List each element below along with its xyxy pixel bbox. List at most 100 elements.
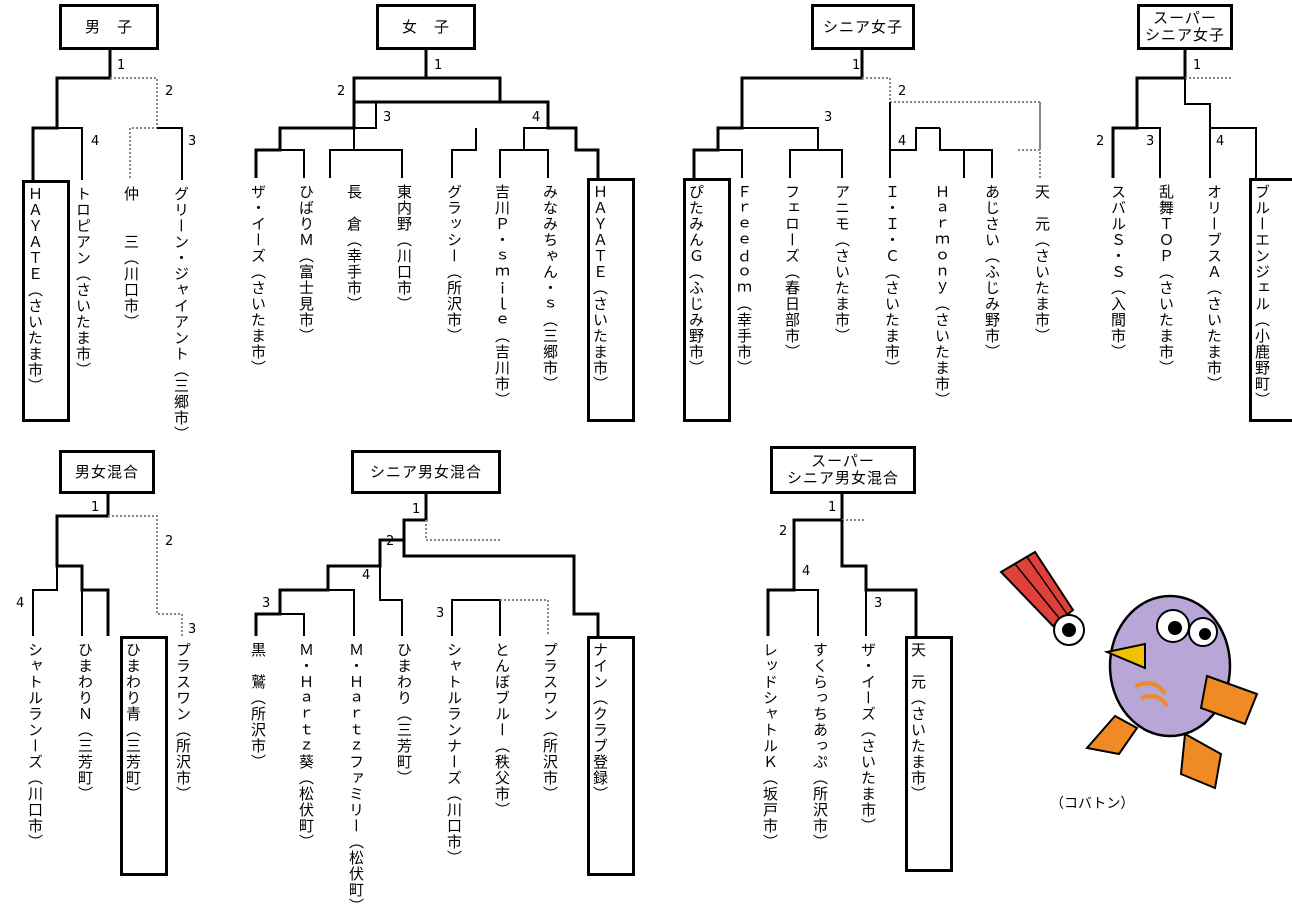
bracket-line bbox=[940, 150, 992, 178]
mascot-illustration bbox=[995, 548, 1265, 798]
bracket-line bbox=[500, 600, 548, 636]
team-name: Ｉ・Ｉ・Ｃ bbox=[883, 184, 901, 264]
team-entry: Ｍ・Ｈａｒｔｚ葵（松伏町） bbox=[298, 642, 314, 850]
match-number: 1 bbox=[434, 58, 442, 73]
match-number: 1 bbox=[117, 58, 125, 73]
champion-box bbox=[1249, 178, 1292, 422]
team-name: とんぼブルー bbox=[493, 642, 511, 738]
team-name: グラッシー bbox=[445, 184, 463, 264]
team-city: （三郷市） bbox=[541, 312, 559, 392]
team-city: （松伏町） bbox=[297, 770, 315, 850]
team-city: （所沢市） bbox=[811, 770, 829, 850]
title-boys-text: 男 子 bbox=[85, 19, 133, 36]
team-name: Ｍ・Ｈａｒｔｚ葵 bbox=[297, 642, 315, 770]
match-number: 2 bbox=[1096, 134, 1104, 149]
title-super-senior-women-line2: シニア女子 bbox=[1145, 27, 1225, 44]
team-city: （富士見市） bbox=[297, 248, 315, 344]
team-city: （入間市） bbox=[1109, 280, 1127, 360]
match-number: 4 bbox=[362, 568, 370, 583]
team-name: シャトルランーズ bbox=[26, 642, 44, 770]
team-entry: グラッシー（所沢市） bbox=[446, 184, 462, 344]
team-city: （吉川市） bbox=[493, 328, 511, 408]
bracket-line bbox=[33, 50, 110, 180]
team-entry: トロピアン（さいたま市） bbox=[75, 186, 91, 378]
match-number: 2 bbox=[165, 84, 173, 99]
match-number: 3 bbox=[188, 134, 196, 149]
match-number: 1 bbox=[828, 500, 836, 515]
team-entry: シャトルランーズ（川口市） bbox=[27, 642, 43, 850]
title-girls-text: 女 子 bbox=[402, 19, 450, 36]
match-number: 4 bbox=[91, 134, 99, 149]
title-senior-mixed: シニア男女混合 bbox=[351, 450, 501, 494]
team-entry: ザ・イーズ（さいたま市） bbox=[250, 184, 266, 376]
team-city: （さいたま市） bbox=[74, 266, 92, 378]
match-number: 4 bbox=[802, 564, 810, 579]
team-name: Ｆｒｅｅｄｏｍ bbox=[735, 184, 753, 296]
team-city: （坂戸市） bbox=[761, 770, 779, 850]
team-name: ひばりＭ bbox=[297, 184, 315, 248]
team-name: 黒 鷲 bbox=[249, 642, 267, 690]
team-name: 乱舞ＴＯＰ bbox=[1157, 184, 1175, 264]
team-entry: オリーブスＡ（さいたま市） bbox=[1206, 184, 1222, 392]
team-city: （さいたま市） bbox=[1205, 280, 1223, 392]
team-city: （ふじみ野市） bbox=[983, 248, 1001, 360]
bracket-line bbox=[842, 520, 916, 636]
team-entry: すくらっちあっぷ（所沢市） bbox=[812, 642, 828, 850]
team-entry: Ｆｒｅｅｄｏｍ（幸手市） bbox=[736, 184, 752, 376]
team-city: （所沢市） bbox=[174, 722, 192, 802]
team-name: オリーブスＡ bbox=[1205, 184, 1223, 280]
bracket-line bbox=[452, 128, 476, 178]
team-entry: レッドシャトルＫ（坂戸市） bbox=[762, 642, 778, 850]
bracket-line bbox=[33, 566, 57, 636]
team-name: ザ・イーズ bbox=[249, 184, 267, 264]
bracket-line bbox=[742, 128, 818, 178]
match-number: 4 bbox=[16, 596, 24, 611]
title-boys: 男 子 bbox=[59, 4, 159, 50]
team-city: （所沢市） bbox=[541, 722, 559, 802]
team-name: 東内野 bbox=[395, 184, 413, 232]
team-name: 仲 三 bbox=[122, 186, 140, 250]
bracket-line bbox=[1113, 50, 1185, 178]
match-number: 1 bbox=[1193, 58, 1201, 73]
team-entry: シャトルランナーズ（川口市） bbox=[446, 642, 462, 866]
team-entry: 東内野（川口市） bbox=[396, 184, 412, 312]
champion-box bbox=[587, 636, 635, 876]
team-city: （さいたま市） bbox=[883, 264, 901, 376]
bracket-line bbox=[1185, 78, 1256, 178]
match-number: 3 bbox=[436, 606, 444, 621]
team-name: レッドシャトルＫ bbox=[761, 642, 779, 770]
match-number: 2 bbox=[779, 524, 787, 539]
team-name: プラスワン bbox=[541, 642, 559, 722]
team-name: 吉川Ｐ・ｓｍｉｌｅ bbox=[493, 184, 511, 328]
match-number: 3 bbox=[262, 596, 270, 611]
team-name: ザ・イーズ bbox=[859, 642, 877, 722]
team-city: （幸手市） bbox=[345, 232, 363, 312]
team-entry: 黒 鷲（所沢市） bbox=[250, 642, 266, 770]
team-entry: 長 倉（幸手市） bbox=[346, 184, 362, 312]
team-name: 天 元 bbox=[1033, 184, 1051, 232]
title-girls: 女 子 bbox=[376, 4, 476, 50]
team-entry: 乱舞ＴＯＰ（さいたま市） bbox=[1158, 184, 1174, 376]
team-entry: あじさい（ふじみ野市） bbox=[984, 184, 1000, 360]
team-city: （川口市） bbox=[26, 770, 44, 850]
team-entry: アニモ（さいたま市） bbox=[834, 184, 850, 344]
champion-box bbox=[905, 636, 953, 872]
team-city: （三芳町） bbox=[76, 722, 94, 802]
team-entry: フェローズ（春日部市） bbox=[784, 184, 800, 360]
champion-box bbox=[120, 636, 168, 876]
title-super-senior-women-line1: スーパー bbox=[1153, 10, 1217, 27]
bracket-line bbox=[1016, 102, 1040, 150]
team-name: シャトルランナーズ bbox=[445, 642, 463, 786]
champion-box bbox=[683, 178, 731, 422]
bracket-line bbox=[452, 600, 500, 636]
bracket-line bbox=[354, 50, 500, 102]
bracket-line bbox=[426, 520, 500, 540]
team-city: （さいたま市） bbox=[1033, 232, 1051, 344]
team-name: みなみちゃん・ｓ bbox=[541, 184, 559, 312]
bracket-line bbox=[280, 150, 304, 178]
team-name: あじさい bbox=[983, 184, 1001, 248]
team-name: Ｍ・Ｈａｒｔｚファミリー bbox=[347, 642, 365, 834]
bracket-line bbox=[328, 590, 354, 636]
match-number: 4 bbox=[898, 134, 906, 149]
team-city: （さいたま市） bbox=[249, 264, 267, 376]
